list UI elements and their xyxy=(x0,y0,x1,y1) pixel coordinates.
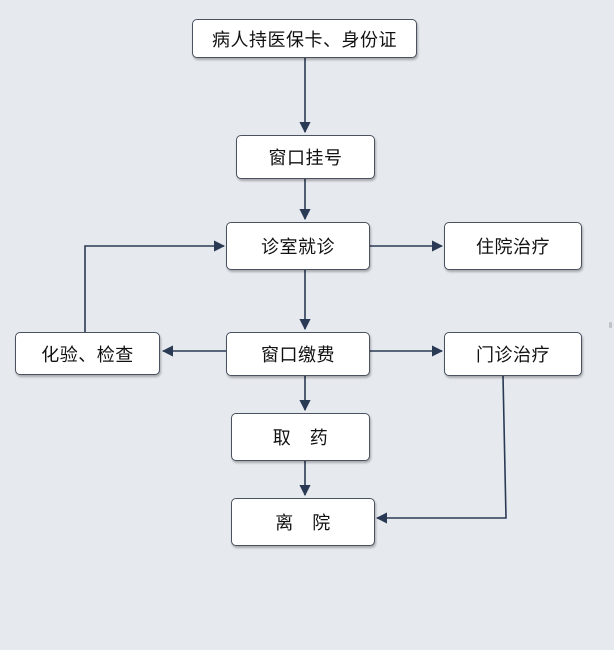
edge-outpatient-to-discharge xyxy=(375,375,507,524)
node-register: 窗口挂号 xyxy=(236,135,375,179)
edge-lab-to-consult xyxy=(84,240,226,332)
node-outpatient: 门诊治疗 xyxy=(444,332,582,376)
node-consult: 诊室就诊 xyxy=(226,222,370,270)
node-medicine: 取 药 xyxy=(231,413,370,461)
node-card: 病人持医保卡、身份证 xyxy=(192,19,417,58)
node-payment: 窗口缴费 xyxy=(226,332,370,376)
node-lab: 化验、检查 xyxy=(15,332,160,375)
edge-fragment-mark xyxy=(609,322,612,328)
node-discharge: 离 院 xyxy=(231,498,375,546)
node-hospitalize: 住院治疗 xyxy=(444,222,582,270)
